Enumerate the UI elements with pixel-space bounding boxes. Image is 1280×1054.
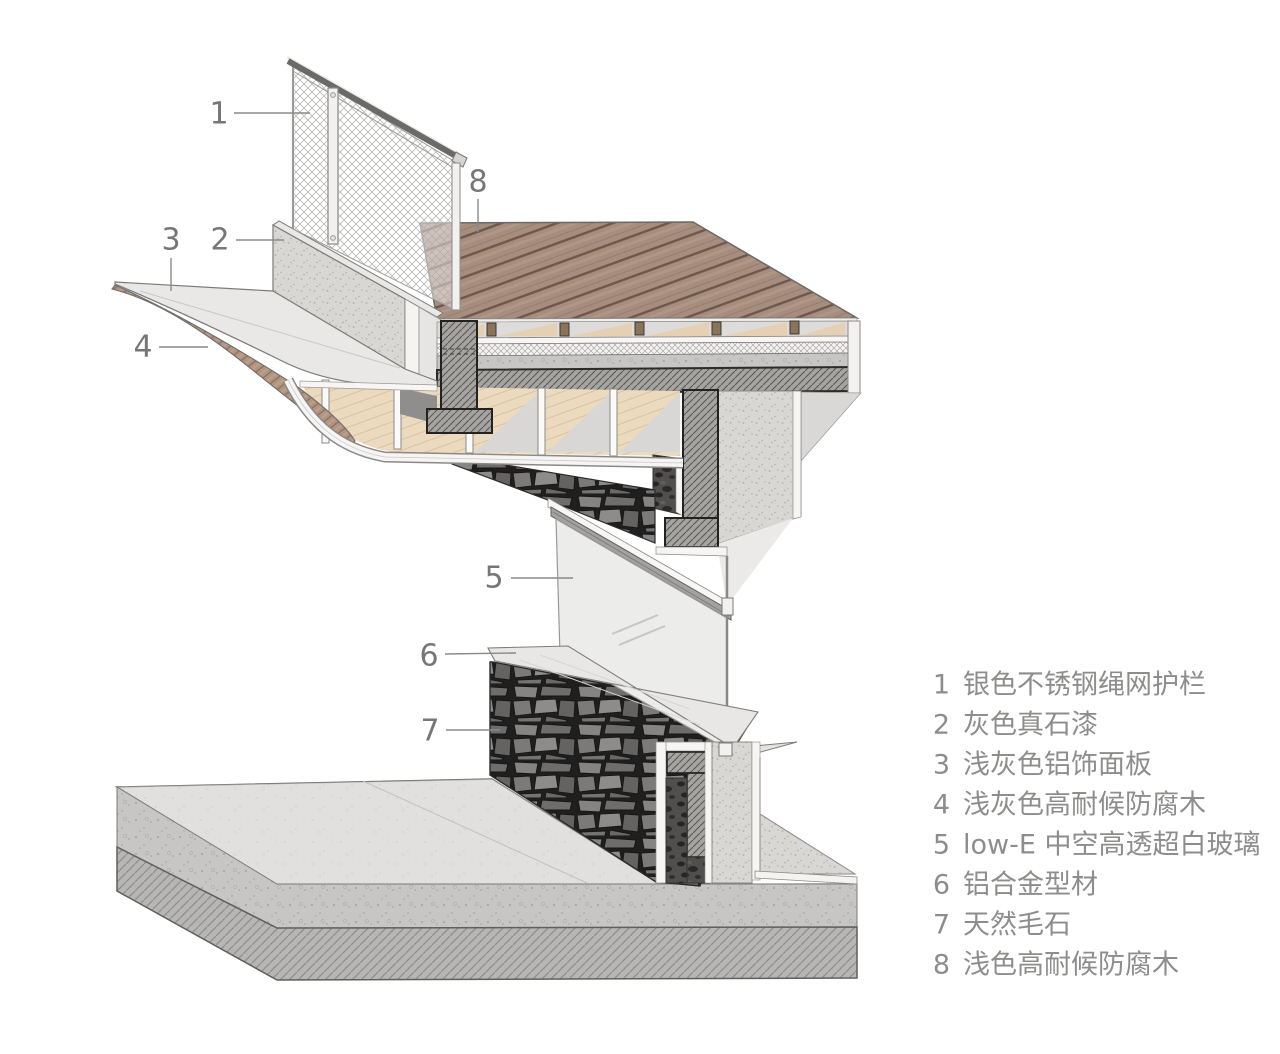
legend-label-6: 铝合金型材 (963, 870, 1098, 901)
deck-boards (419, 221, 860, 320)
beam-base (426, 408, 493, 434)
callout-5: 5 (484, 561, 503, 596)
legend-label-3: 浅灰色铝饰面板 (963, 750, 1152, 781)
deck-joist (711, 321, 722, 336)
ground-joint-line (362, 780, 588, 884)
legend-num-4: 4 (933, 790, 950, 821)
glass-assembly (547, 497, 734, 758)
ground-slab (114, 778, 858, 981)
transom-midline (552, 511, 730, 617)
base-wall-column (711, 741, 753, 884)
foundation-face (759, 813, 857, 875)
joist-bay-wedge (499, 323, 557, 336)
slab-soffit (792, 391, 862, 472)
legend-label-4: 浅灰色高耐候防腐木 (963, 790, 1206, 821)
callout-2: 2 (210, 223, 229, 258)
wall-trim (751, 741, 761, 881)
sill-sheen (519, 654, 701, 726)
legend-num-7: 7 (933, 910, 950, 941)
legend-num-5: 5 (933, 830, 950, 861)
callout-4: 4 (133, 330, 152, 365)
joist-bay-wedge (724, 322, 787, 336)
handrail-end-cap (451, 151, 468, 168)
legend-num-6: 6 (933, 870, 950, 901)
mullion (609, 388, 618, 457)
interior-floor-sliver (717, 518, 793, 606)
joist-bay-wedge (572, 323, 632, 336)
legend-label-2: 灰色真石漆 (963, 710, 1098, 741)
legend-num-3: 3 (933, 750, 950, 781)
railing-post-right (451, 162, 461, 311)
joist-bay-wedge (802, 322, 845, 335)
callout-8: 8 (468, 165, 487, 200)
legend: 1 银色不锈钢绳网护栏 2 灰色真石漆 3 浅灰色铝饰面板 4 浅灰色高耐候防腐… (933, 670, 1261, 981)
glass-reflection (611, 614, 666, 646)
soffit-trim-strip (299, 380, 438, 392)
stone-band (451, 455, 656, 544)
callout-3: 3 (161, 223, 180, 258)
base-wall-section (655, 741, 858, 885)
railing (286, 55, 468, 312)
joist-bay-wedge (647, 322, 709, 336)
stone-veneer-upper (451, 455, 656, 544)
callout-7: 7 (420, 714, 439, 749)
sill-plate (487, 645, 759, 749)
mesh-top-wire (292, 70, 458, 171)
legend-num-8: 8 (933, 950, 950, 981)
floor-slab-edge (754, 870, 858, 885)
rubble-fill-band (665, 777, 688, 884)
deck-joist (486, 322, 497, 337)
wall-edge-trim (792, 390, 802, 520)
mullion (537, 387, 546, 456)
beam-foot (664, 517, 719, 548)
deck-surface (419, 221, 860, 324)
mullion (393, 382, 402, 450)
callouts: 1 2 3 4 5 6 7 8 (133, 97, 573, 749)
soffit-curve-midline (287, 379, 684, 464)
parapet (272, 220, 444, 394)
legend-num-1: 1 (933, 670, 950, 701)
beam-detail-dashes (443, 348, 475, 355)
deck-joist (789, 320, 800, 335)
ceiling-bay-face (548, 391, 612, 452)
slab-edge-fascia (847, 320, 861, 394)
legend-label-8: 浅色高耐候防腐木 (963, 950, 1179, 981)
railing-post (327, 87, 339, 245)
ceiling-bay-face (475, 391, 540, 452)
legend-num-2: 2 (933, 710, 950, 741)
transom-connector (721, 597, 734, 616)
post-bolt (330, 235, 336, 241)
post-bolt (330, 92, 336, 98)
legend-label-5: low-E 中空高透超白玻璃 (963, 830, 1261, 861)
ground-base-band (116, 845, 858, 981)
callout-1: 1 (209, 97, 228, 132)
callout-6: 6 (419, 639, 438, 674)
plaster-channel (655, 741, 667, 884)
beam-column (682, 389, 719, 519)
legend-label-1: 银色不锈钢绳网护栏 (963, 670, 1206, 701)
deck-joist (559, 322, 570, 337)
mid-beam-section (652, 389, 728, 557)
eave-overhang (111, 281, 684, 469)
plaster-channel (655, 546, 728, 557)
handrail (286, 58, 465, 163)
deck-joist (634, 321, 645, 336)
ceiling-bay-face (620, 392, 680, 452)
floor-buildup-section (436, 320, 861, 395)
leader-6 (444, 652, 517, 655)
ground-beam-upper (666, 751, 711, 774)
legend-label-7: 天然毛石 (963, 910, 1071, 941)
parapet-trim (404, 298, 420, 378)
glass-foot-block (718, 742, 733, 757)
ground-top-texture (117, 779, 857, 886)
panel-crease (139, 290, 401, 369)
mid-level-wall (699, 390, 862, 606)
wall-trim (704, 741, 713, 884)
beam-stem (440, 320, 478, 412)
edge-beam-section (426, 320, 493, 434)
